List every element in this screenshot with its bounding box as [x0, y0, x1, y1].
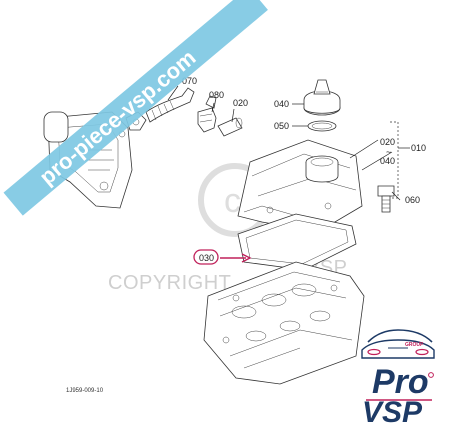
- label-020-group: 020: [380, 137, 395, 147]
- cylinder-head: [203, 261, 365, 385]
- bolt-060: [377, 185, 395, 213]
- label-group-tilde: ~: [386, 147, 391, 157]
- leader-lines: [167, 85, 401, 201]
- hose-070: [145, 87, 195, 123]
- car-icon: [361, 329, 435, 359]
- drawing-code: 1J959-009-10: [66, 388, 104, 394]
- o-ring-050: [307, 120, 337, 132]
- logo-pro-text: Pro: [372, 363, 429, 401]
- label-070: 070: [182, 76, 197, 86]
- highlight-arrow-030: [193, 249, 252, 265]
- provsp-logo: GROUP Pro VSP: [361, 329, 435, 429]
- highlight-ring-030: [193, 249, 219, 265]
- label-030: 030: [199, 253, 214, 263]
- label-060: 060: [405, 195, 420, 205]
- label-040-cap: 040: [274, 99, 289, 109]
- label-020-hose: 020: [233, 98, 248, 108]
- copyright-text: COPYRIGHT: [108, 272, 231, 294]
- gasket-030: [237, 213, 357, 271]
- label-080: 080: [209, 90, 224, 100]
- fitting-080: [197, 95, 217, 133]
- short-hose-020: [217, 117, 243, 137]
- logo-group-text: GROUP: [405, 342, 424, 348]
- logo-vsp-text: VSP: [362, 396, 423, 429]
- oil-filler-cap: [303, 79, 341, 116]
- copyright-c: c: [224, 182, 241, 220]
- label-010: 010: [411, 143, 426, 153]
- label-040-group: 040: [380, 156, 395, 166]
- logo-dot: [428, 372, 434, 378]
- group-bracket-010: [390, 121, 410, 199]
- label-050: 050: [274, 121, 289, 131]
